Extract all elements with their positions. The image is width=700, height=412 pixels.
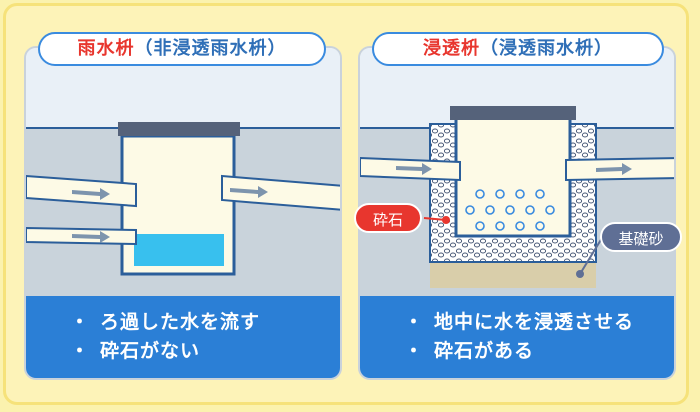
infiltration-basin-title: 浸透枡（浸透雨水枡） (372, 32, 664, 66)
sand-pointer-line (579, 237, 603, 275)
basin-lid (118, 122, 240, 136)
panel-infiltration-basin: ・地中に水を浸透させる ・砕石がある (358, 46, 676, 380)
sand-pointer-dot (576, 270, 584, 278)
flow-arrow-icon (72, 188, 110, 200)
basin-lid (450, 106, 576, 120)
right-feature-item: ・砕石がある (404, 340, 535, 362)
perforation-holes (465, 189, 555, 231)
left-feature-item: ・砕石がない (70, 340, 201, 362)
left-feature-item: ・ろ過した水を流す (70, 311, 261, 333)
right-feature-band: ・地中に水を浸透させる ・砕石がある (360, 296, 674, 378)
gravel-pointer-dot (442, 216, 450, 224)
rainwater-basin-title: 雨水枡（非浸透雨水枡） (38, 32, 326, 66)
basin-box (454, 116, 572, 238)
right-feature-item: ・地中に水を浸透させる (404, 311, 635, 333)
flow-arrow-icon (396, 163, 432, 175)
outlet-pipe-right (221, 174, 340, 211)
flow-arrow-icon (72, 231, 110, 243)
gravel-label: 砕石 (354, 203, 422, 233)
left-feature-band: ・ろ過した水を流す ・砕石がない (26, 296, 340, 378)
flow-arrow-icon (230, 186, 268, 198)
basin-water (134, 234, 224, 266)
base-sand-layer (430, 262, 596, 288)
panel-rainwater-basin: ・ろ過した水を流す ・砕石がない (24, 46, 342, 380)
flow-arrow-icon (596, 163, 632, 175)
base-sand-label: 基礎砂 (600, 222, 682, 252)
